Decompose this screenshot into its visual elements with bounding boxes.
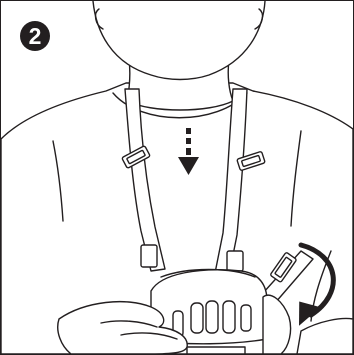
buckle-lower-left [141, 245, 157, 267]
buckle-lower-right [227, 251, 243, 271]
step-number-badge: 2 [20, 21, 50, 51]
head-outline [93, 1, 265, 80]
